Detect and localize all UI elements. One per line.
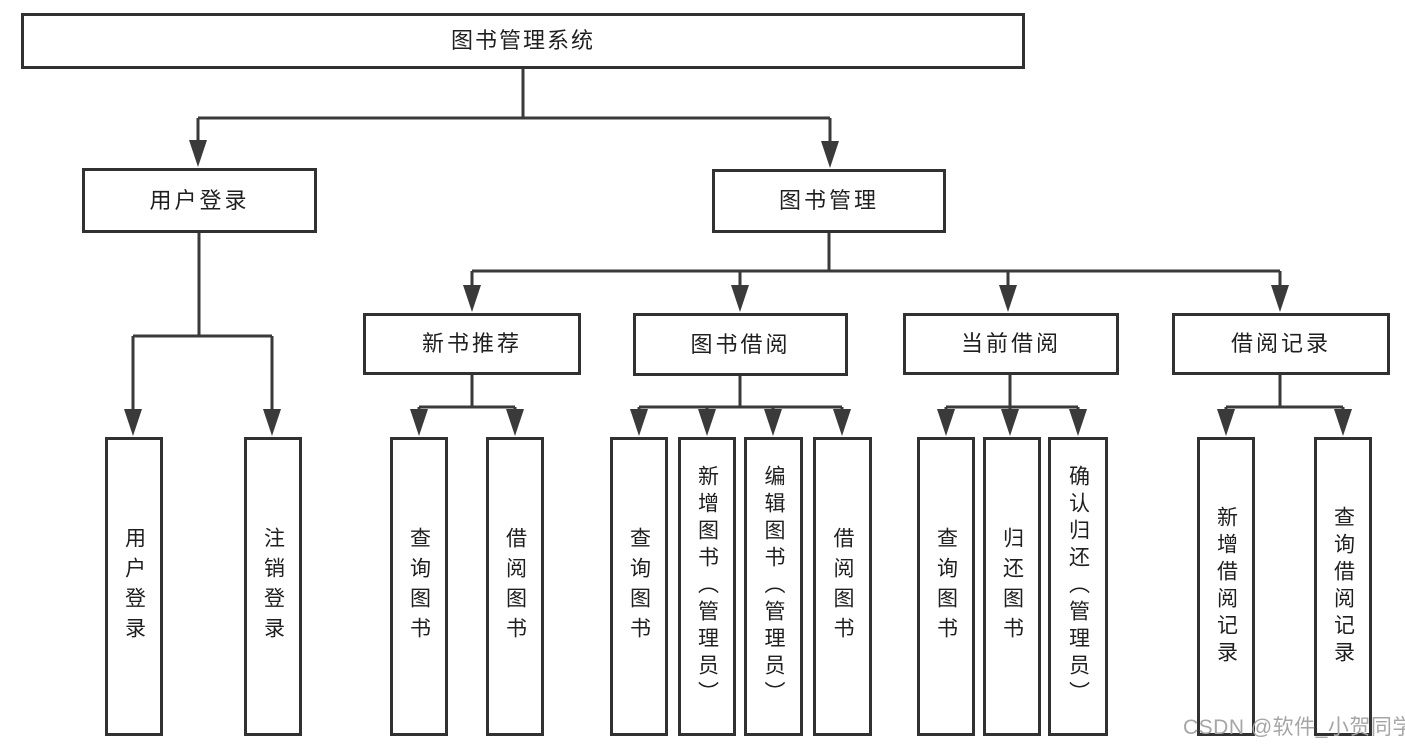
- leaf-return-book-label: 归还图书: [1000, 526, 1024, 647]
- leaf-query-borrow-record-label: 查询借阅记录: [1331, 505, 1355, 668]
- connector-book-mgmt-to-sections: [470, 233, 1282, 296]
- leaf-current-query-book: 查询图书: [917, 437, 975, 736]
- node-user-login: 用户登录: [82, 168, 317, 233]
- node-library-system-label: 图书管理系统: [450, 28, 595, 53]
- node-current-borrow-label: 当前借阅: [960, 331, 1061, 356]
- connector-borrow-record-to-leaves: [1224, 375, 1345, 420]
- leaf-borrow-query-book-label: 查询图书: [627, 526, 651, 647]
- node-new-book-recommend: 新书推荐: [363, 313, 581, 375]
- leaf-borrow-book: 借阅图书: [813, 437, 872, 736]
- connector-root-to-level2: [196, 66, 832, 150]
- leaf-query-borrow-record: 查询借阅记录: [1314, 437, 1372, 736]
- leaf-confirm-return-admin: 确认归还（管理员）: [1048, 437, 1108, 736]
- node-book-management-label: 图书管理: [778, 188, 879, 213]
- leaf-recommend-query-book-label: 查询图书: [407, 526, 431, 647]
- leaf-borrow-book-label: 借阅图书: [831, 526, 854, 647]
- connector-user-login-to-leaves: [131, 233, 274, 420]
- leaf-user-login-label: 用户登录: [122, 526, 146, 647]
- leaf-recommend-query-book: 查询图书: [390, 437, 448, 736]
- leaf-logout-label: 注销登录: [261, 526, 285, 647]
- leaf-return-book: 归还图书: [983, 437, 1041, 736]
- leaf-confirm-return-admin-label: 确认归还（管理员）: [1066, 465, 1090, 708]
- node-library-system: 图书管理系统: [21, 13, 1025, 69]
- leaf-logout: 注销登录: [244, 437, 302, 736]
- node-new-book-recommend-label: 新书推荐: [421, 331, 522, 356]
- leaf-current-query-book-label: 查询图书: [934, 526, 958, 647]
- leaf-edit-book-admin-label: 编辑图书（管理员）: [762, 465, 785, 708]
- connector-new-book-rec-to-leaves: [417, 375, 517, 420]
- leaf-recommend-borrow-book-label: 借阅图书: [503, 526, 527, 647]
- arrowheads: [124, 140, 1352, 436]
- node-book-borrow-label: 图书借阅: [690, 331, 791, 357]
- node-user-login-label: 用户登录: [149, 187, 250, 213]
- leaf-edit-book-admin: 编辑图书（管理员）: [744, 437, 803, 736]
- leaf-recommend-borrow-book: 借阅图书: [486, 437, 544, 736]
- leaf-add-borrow-record: 新增借阅记录: [1197, 437, 1255, 736]
- node-book-borrow: 图书借阅: [633, 313, 848, 376]
- node-book-management: 图书管理: [712, 169, 946, 233]
- leaf-add-book-admin: 新增图书（管理员）: [678, 437, 736, 736]
- leaf-user-login: 用户登录: [105, 437, 163, 736]
- leaf-add-book-admin-label: 新增图书（管理员）: [695, 465, 719, 708]
- node-current-borrow: 当前借阅: [903, 313, 1119, 375]
- node-borrow-record-label: 借阅记录: [1230, 331, 1331, 356]
- leaf-add-borrow-record-label: 新增借阅记录: [1214, 505, 1238, 668]
- leaf-borrow-query-book: 查询图书: [610, 437, 668, 736]
- node-borrow-record: 借阅记录: [1172, 313, 1390, 375]
- connector-book-borrow-to-leaves: [637, 376, 844, 420]
- csdn-watermark: CSDN @软件_小贺同学: [1183, 716, 1405, 739]
